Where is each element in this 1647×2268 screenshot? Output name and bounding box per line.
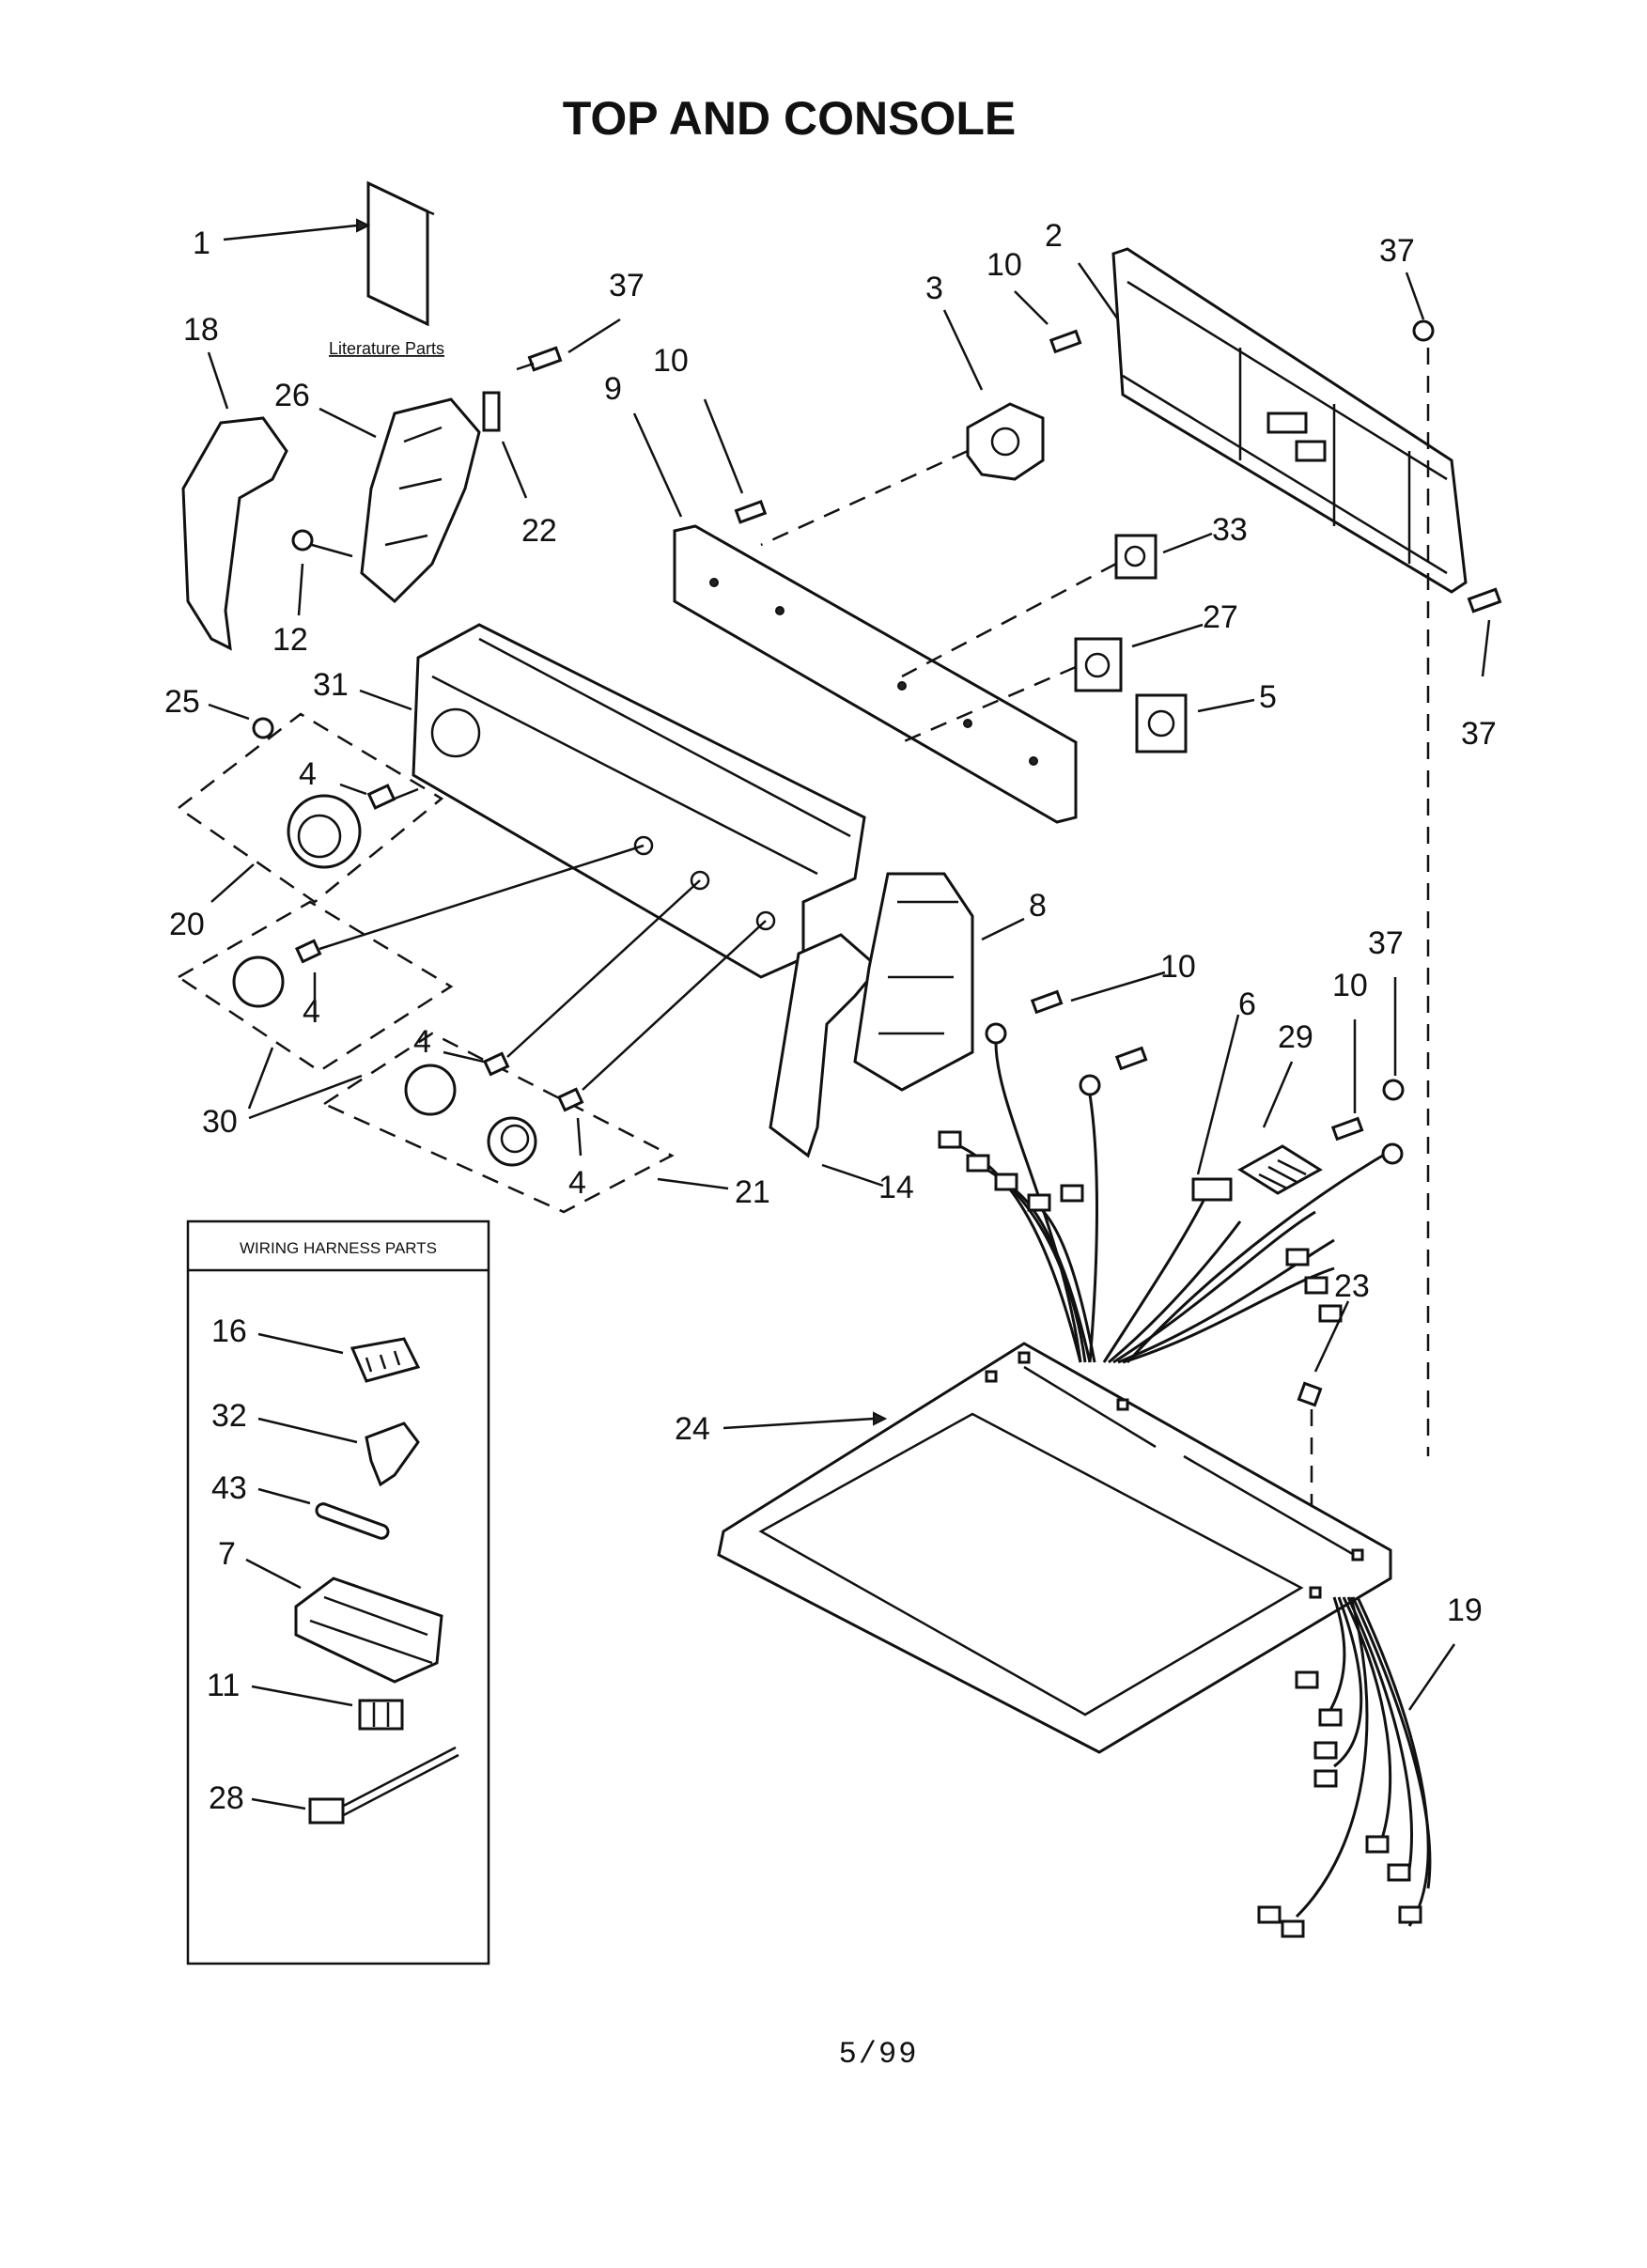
screw-part-10-panel bbox=[734, 500, 768, 524]
knob-part-20 bbox=[287, 794, 362, 869]
clip-part-32 bbox=[365, 1421, 420, 1487]
callout-37-a: 37 bbox=[609, 268, 645, 303]
callout-37-b: 37 bbox=[1379, 233, 1415, 269]
push-button-part-21 bbox=[487, 1116, 537, 1167]
rear-panel-part-2 bbox=[1111, 247, 1468, 594]
screw-part-37-right bbox=[1467, 587, 1502, 614]
knob-group-21-outline bbox=[321, 1032, 675, 1214]
switch-part-33 bbox=[1114, 534, 1158, 580]
wiring-harness-parts-box bbox=[186, 1219, 490, 1965]
callout-43: 43 bbox=[211, 1470, 247, 1506]
callout-37-c: 37 bbox=[1461, 716, 1497, 752]
connector-block-part-7 bbox=[294, 1577, 443, 1684]
callout-25: 25 bbox=[164, 684, 200, 720]
literature-parts-label: Literature Parts bbox=[329, 339, 444, 358]
console-bracket-part-8 bbox=[853, 872, 974, 1092]
callout-10-a: 10 bbox=[653, 343, 689, 379]
callout-30: 30 bbox=[202, 1104, 238, 1140]
clip-part-22 bbox=[482, 391, 501, 432]
callout-9: 9 bbox=[604, 371, 622, 407]
callout-18: 18 bbox=[183, 312, 219, 348]
literature-booklet-part-1 bbox=[366, 180, 435, 327]
wire-harness-part-6 bbox=[938, 1042, 1391, 1364]
callout-1: 1 bbox=[193, 225, 210, 261]
screw-part-10-harness-b bbox=[1114, 1046, 1148, 1071]
callout-10-c: 10 bbox=[1160, 949, 1196, 985]
callout-29: 29 bbox=[1278, 1019, 1313, 1055]
knob-group-20-outline bbox=[176, 712, 444, 904]
screw-part-25 bbox=[252, 717, 274, 739]
callout-5: 5 bbox=[1259, 679, 1277, 715]
callout-3: 3 bbox=[925, 271, 943, 306]
callout-23: 23 bbox=[1334, 1268, 1370, 1304]
callout-31: 31 bbox=[313, 667, 349, 703]
callout-8: 8 bbox=[1029, 888, 1047, 924]
right-end-cap-part-14 bbox=[769, 933, 881, 1158]
clip-part-4-c bbox=[482, 1051, 510, 1077]
callout-28: 28 bbox=[209, 1780, 244, 1816]
callout-16: 16 bbox=[211, 1313, 247, 1349]
clip-part-4-d bbox=[556, 1087, 584, 1112]
callout-33: 33 bbox=[1212, 512, 1248, 548]
clip-part-4-a bbox=[366, 784, 396, 810]
screw-part-10-timer bbox=[1049, 329, 1082, 354]
diagram-title: TOP AND CONSOLE bbox=[563, 92, 1016, 145]
callout-4-b: 4 bbox=[303, 994, 320, 1030]
connector-part-11 bbox=[358, 1699, 404, 1731]
knob-part-30-lower bbox=[404, 1064, 457, 1116]
screw-part-37-harness bbox=[1382, 1079, 1405, 1101]
callout-7: 7 bbox=[218, 1536, 236, 1572]
callout-4-d: 4 bbox=[568, 1165, 586, 1201]
circuit-board-part-29 bbox=[1237, 1144, 1323, 1195]
switch-part-5 bbox=[1135, 693, 1188, 753]
callout-10-d: 10 bbox=[1332, 968, 1368, 1003]
callout-12: 12 bbox=[272, 622, 308, 658]
ring-terminal-c bbox=[1381, 1142, 1404, 1165]
callout-22: 22 bbox=[521, 513, 557, 549]
cable-tie-part-28 bbox=[308, 1746, 459, 1825]
callout-10-b: 10 bbox=[987, 247, 1022, 283]
callout-20: 20 bbox=[169, 907, 205, 942]
callout-26: 26 bbox=[274, 378, 310, 413]
screw-part-12 bbox=[291, 529, 353, 558]
callout-19: 19 bbox=[1447, 1592, 1483, 1628]
screw-part-10-harness-c bbox=[1330, 1116, 1364, 1142]
callout-4-c: 4 bbox=[413, 1024, 431, 1060]
knob-group-30-outline bbox=[176, 900, 454, 1073]
callout-11: 11 bbox=[207, 1668, 240, 1703]
connector-part-16 bbox=[350, 1337, 421, 1383]
callout-14: 14 bbox=[878, 1170, 914, 1205]
wire-harness-part-19 bbox=[1257, 1596, 1432, 1938]
knob-part-30 bbox=[232, 955, 285, 1008]
wiring-box-title: WIRING HARNESS PARTS bbox=[240, 1239, 437, 1257]
screw-part-10-harness-a bbox=[1030, 989, 1064, 1015]
callout-2: 2 bbox=[1045, 218, 1063, 254]
callout-6: 6 bbox=[1238, 986, 1256, 1022]
callout-24: 24 bbox=[675, 1411, 710, 1447]
left-end-cap-part-18 bbox=[181, 416, 288, 651]
clip-part-4-b bbox=[294, 939, 322, 964]
top-panel-part-24 bbox=[717, 1342, 1392, 1754]
callout-32: 32 bbox=[211, 1398, 247, 1434]
callout-21: 21 bbox=[735, 1174, 770, 1210]
callout-4-a: 4 bbox=[299, 756, 317, 792]
ring-terminal-a bbox=[985, 1022, 1007, 1045]
control-panel-part-9 bbox=[673, 524, 1078, 824]
clip-part-23 bbox=[1297, 1381, 1323, 1407]
switch-part-27 bbox=[1074, 637, 1123, 692]
console-part-31 bbox=[412, 623, 866, 979]
console-bracket-part-26 bbox=[360, 397, 481, 604]
page-footer-date: 5/99 bbox=[839, 2037, 919, 2072]
timer-part-3 bbox=[966, 402, 1045, 481]
screw-part-37-top-left bbox=[516, 346, 563, 372]
callout-27: 27 bbox=[1203, 599, 1238, 635]
screw-part-37-top-right bbox=[1412, 319, 1435, 342]
ring-terminal-b bbox=[1079, 1074, 1101, 1096]
pin-part-43 bbox=[315, 1502, 390, 1540]
callout-37-d: 37 bbox=[1368, 925, 1404, 961]
